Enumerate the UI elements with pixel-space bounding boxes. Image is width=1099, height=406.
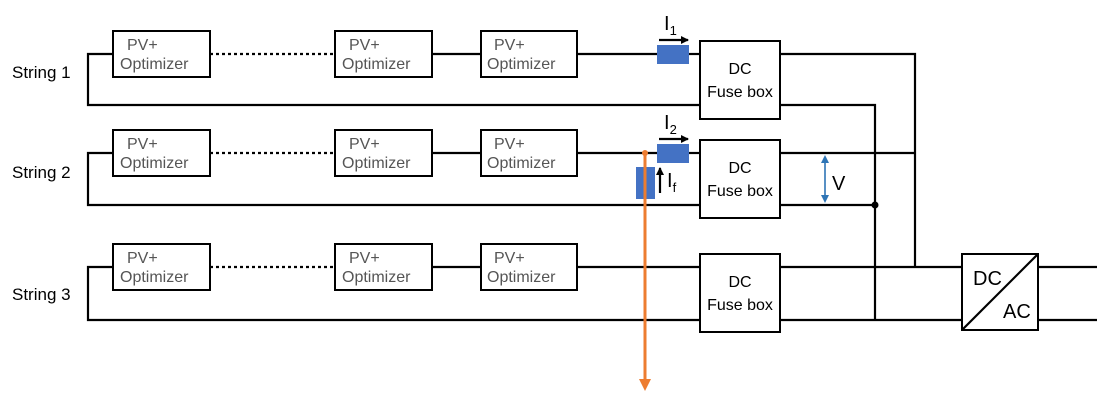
fault-point: [642, 150, 648, 156]
string-2-label: String 2: [12, 163, 71, 182]
pv-optimizer-s2-3: PV+ Optimizer: [480, 129, 578, 177]
svg-text:PV+: PV+: [349, 136, 380, 153]
svg-text:Optimizer: Optimizer: [342, 155, 411, 172]
svg-text:DC: DC: [728, 160, 751, 177]
svg-text:PV+: PV+: [127, 250, 158, 267]
pv-optimizer-s1-2: PV+ Optimizer: [334, 30, 433, 78]
svg-text:PV+: PV+: [349, 250, 380, 267]
svg-text:PV+: PV+: [127, 37, 158, 54]
svg-text:Optimizer: Optimizer: [487, 269, 556, 286]
pv-optimizer-s2-1: PV+ Optimizer: [112, 129, 211, 177]
svg-text:Optimizer: Optimizer: [487, 56, 556, 73]
svg-text:Optimizer: Optimizer: [120, 269, 189, 286]
pv-optimizer-s1-1: PV+ Optimizer: [112, 30, 211, 78]
svg-text:PV+: PV+: [349, 37, 380, 54]
dc-fuse-box-2: DC Fuse box: [699, 139, 781, 219]
current-1-label: I1: [664, 13, 677, 38]
svg-text:PV+: PV+: [494, 136, 525, 153]
fault-current-label: If: [667, 170, 677, 195]
pv-optimizer-s3-1: PV+ Optimizer: [112, 243, 211, 291]
svg-text:DC: DC: [973, 268, 1002, 290]
current-sensor-2: [657, 144, 689, 163]
svg-text:Optimizer: Optimizer: [120, 56, 189, 73]
svg-text:PV+: PV+: [494, 250, 525, 267]
svg-text:PV+: PV+: [127, 136, 158, 153]
pv-optimizer-s3-3: PV+ Optimizer: [480, 243, 578, 291]
svg-text:PV+: PV+: [494, 37, 525, 54]
pv-optimizer-s3-2: PV+ Optimizer: [334, 243, 433, 291]
dc-ac-inverter: DC AC: [961, 253, 1039, 331]
pv-optimizer-s1-3: PV+ Optimizer: [480, 30, 578, 78]
string-3-wiring: [86, 265, 1097, 322]
svg-text:Fuse box: Fuse box: [707, 84, 773, 101]
string-1-wiring: [86, 52, 917, 320]
svg-text:Optimizer: Optimizer: [342, 269, 411, 286]
voltage-label: V: [832, 173, 846, 195]
svg-text:AC: AC: [1003, 301, 1031, 323]
svg-text:Optimizer: Optimizer: [120, 155, 189, 172]
pv-optimizer-s2-2: PV+ Optimizer: [334, 129, 433, 177]
svg-text:DC: DC: [728, 274, 751, 291]
string-3-label: String 3: [12, 285, 71, 304]
dc-fuse-box-3: DC Fuse box: [699, 253, 781, 333]
string-1-label: String 1: [12, 63, 71, 82]
svg-text:Fuse box: Fuse box: [707, 297, 773, 314]
dc-fuse-box-1: DC Fuse box: [699, 40, 781, 120]
svg-text:Optimizer: Optimizer: [487, 155, 556, 172]
current-sensor-1: [657, 45, 689, 64]
svg-text:DC: DC: [728, 61, 751, 78]
svg-text:Optimizer: Optimizer: [342, 56, 411, 73]
svg-text:Fuse box: Fuse box: [707, 183, 773, 200]
current-2-label: I2: [664, 112, 677, 137]
